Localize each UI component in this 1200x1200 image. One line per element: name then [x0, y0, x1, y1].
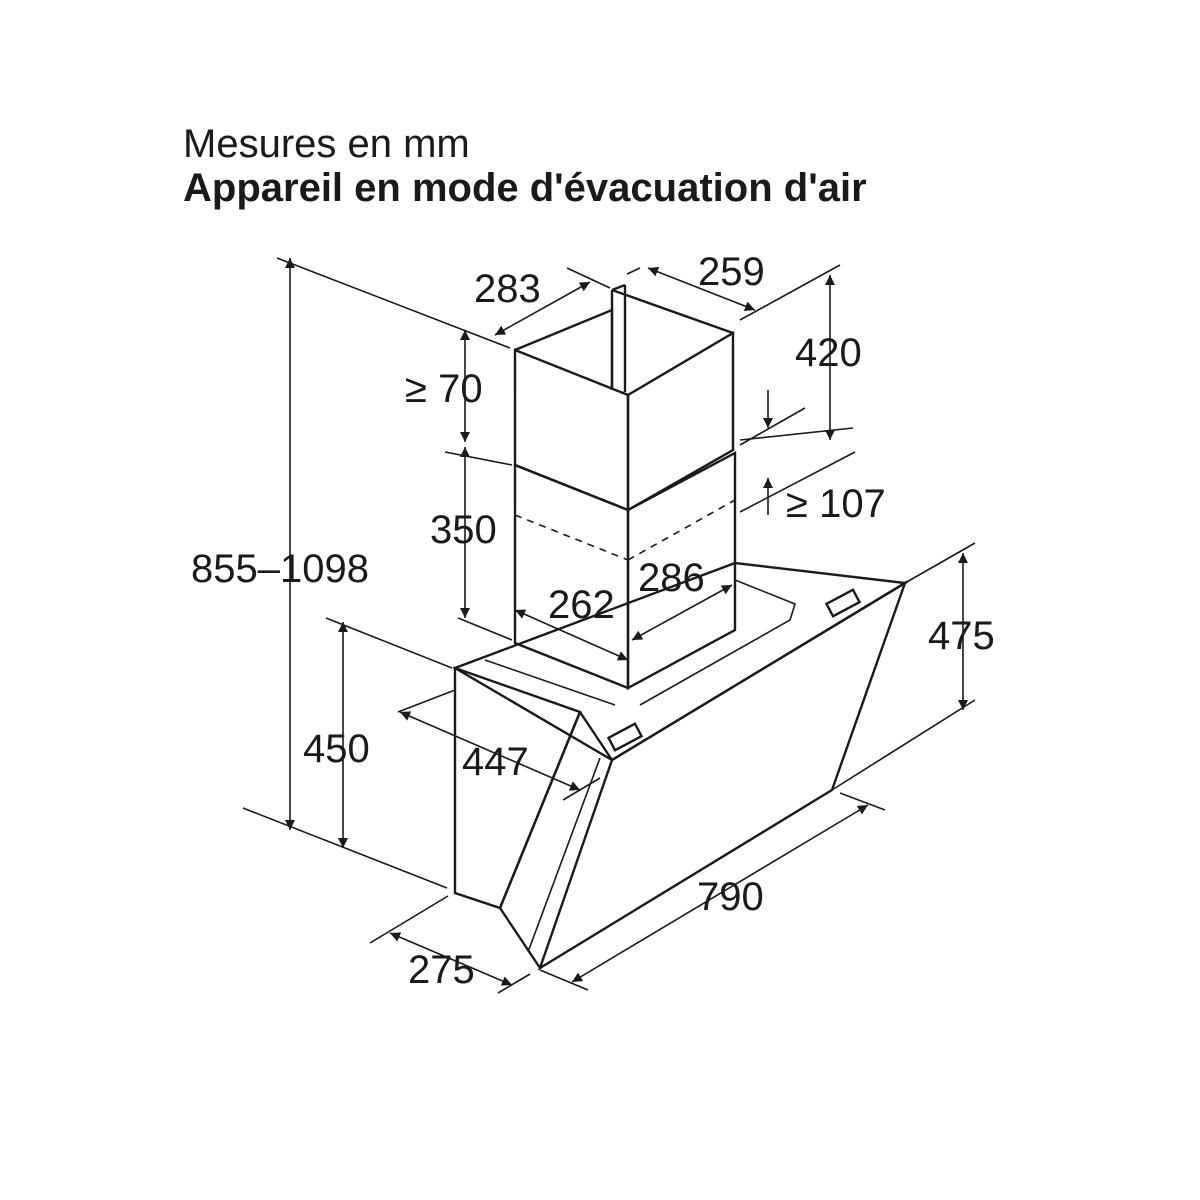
dim-286: 286 [638, 556, 705, 600]
dim-259: 259 [698, 250, 765, 294]
extension-lines [242, 257, 976, 994]
dim-350: 350 [430, 508, 497, 552]
upper-chimney [513, 283, 735, 513]
dimension-lines [285, 258, 968, 986]
lower-chimney [513, 451, 737, 691]
dim-min-70: ≥ 70 [405, 367, 483, 411]
dim-min-107: ≥ 107 [786, 482, 886, 526]
dim-283: 283 [474, 267, 541, 311]
dimension-labels: 283 259 420 ≥ 70 ≥ 107 350 855–1098 262 … [191, 250, 995, 992]
dim-475: 475 [928, 614, 995, 658]
dim-420: 420 [795, 331, 862, 375]
diagram-title: Appareil en mode d'évacuation d'air [183, 166, 867, 210]
dim-855-1098: 855–1098 [191, 547, 369, 591]
dim-447: 447 [462, 740, 529, 784]
dim-450: 450 [303, 727, 370, 771]
dim-275: 275 [408, 948, 475, 992]
units-label: Mesures en mm [183, 122, 470, 166]
dim-262: 262 [548, 583, 615, 627]
dim-790: 790 [697, 875, 764, 919]
